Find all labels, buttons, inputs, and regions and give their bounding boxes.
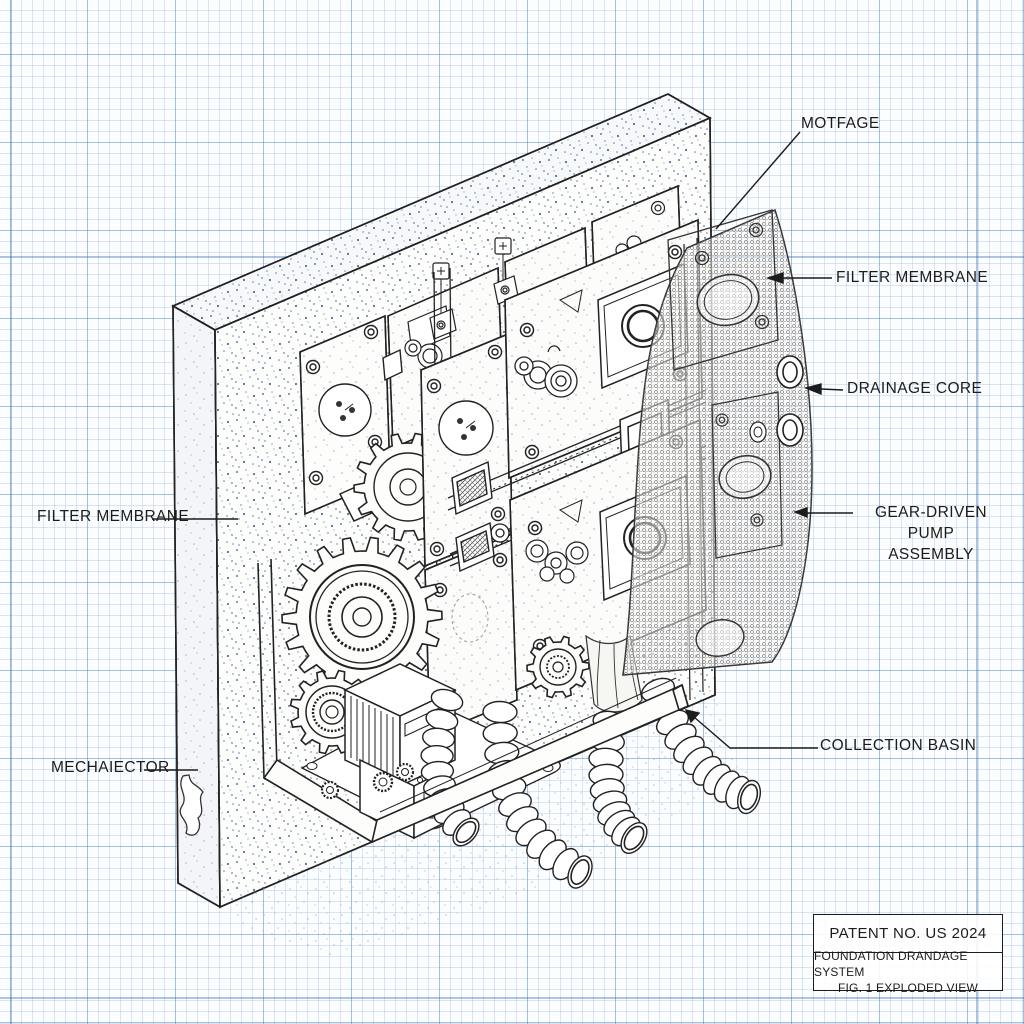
wall-clip-tabs [429, 237, 519, 340]
grid-accent-line [10, 0, 12, 1024]
arrowhead [803, 383, 822, 396]
label-mechaiector: MECHAIECTOR [51, 759, 170, 776]
drainage-core-panel-upper [667, 209, 779, 371]
wall-break-mark [179, 774, 204, 836]
label-collection-basin: COLLECTION BASIN [820, 737, 977, 754]
label-gear-pump-line2: ASSEMBLY [888, 546, 974, 563]
arrowhead [793, 507, 808, 519]
patent-number: PATENT NO. US 2024 [814, 915, 1002, 953]
leader-lines [144, 131, 853, 771]
grid-accent-line [0, 997, 1024, 999]
arrowhead [684, 709, 701, 724]
figure-caption: FIG. 1 EXPLODED VIEW [837, 981, 979, 995]
leader-motfage [715, 131, 801, 230]
membrane-grommets [749, 355, 804, 447]
leader-collection-basin [693, 716, 818, 749]
label-drainage-core: DRAINAGE CORE [847, 380, 983, 397]
grid-accent-line [976, 0, 978, 1024]
label-gear-driven-pump: GEAR-DRIVEN PUMP ASSEMBLY [856, 502, 1006, 565]
label-motfage: MOTFAGE [801, 115, 880, 132]
label-filter-membrane-right: FILTER MEMBRANE [836, 269, 989, 286]
drainage-core-panel-lower [711, 391, 783, 559]
filter-membrane-sheet [622, 208, 813, 676]
label-gear-pump-line1: GEAR-DRIVEN PUMP [874, 504, 988, 542]
label-filter-membrane-left: FILTER MEMBRANE [37, 508, 190, 525]
drainage-pipes [420, 677, 762, 889]
leader-drainage-core [820, 388, 844, 391]
title-block: PATENT NO. US 2024 FOUNDATION DRANDAGE S… [813, 914, 1003, 995]
collection-basin-rim [370, 677, 689, 844]
drawing-title: FOUNDATION DRANDAGE SYSTEM [814, 949, 968, 979]
arrowhead [765, 272, 784, 284]
gear-small-right [526, 635, 590, 699]
